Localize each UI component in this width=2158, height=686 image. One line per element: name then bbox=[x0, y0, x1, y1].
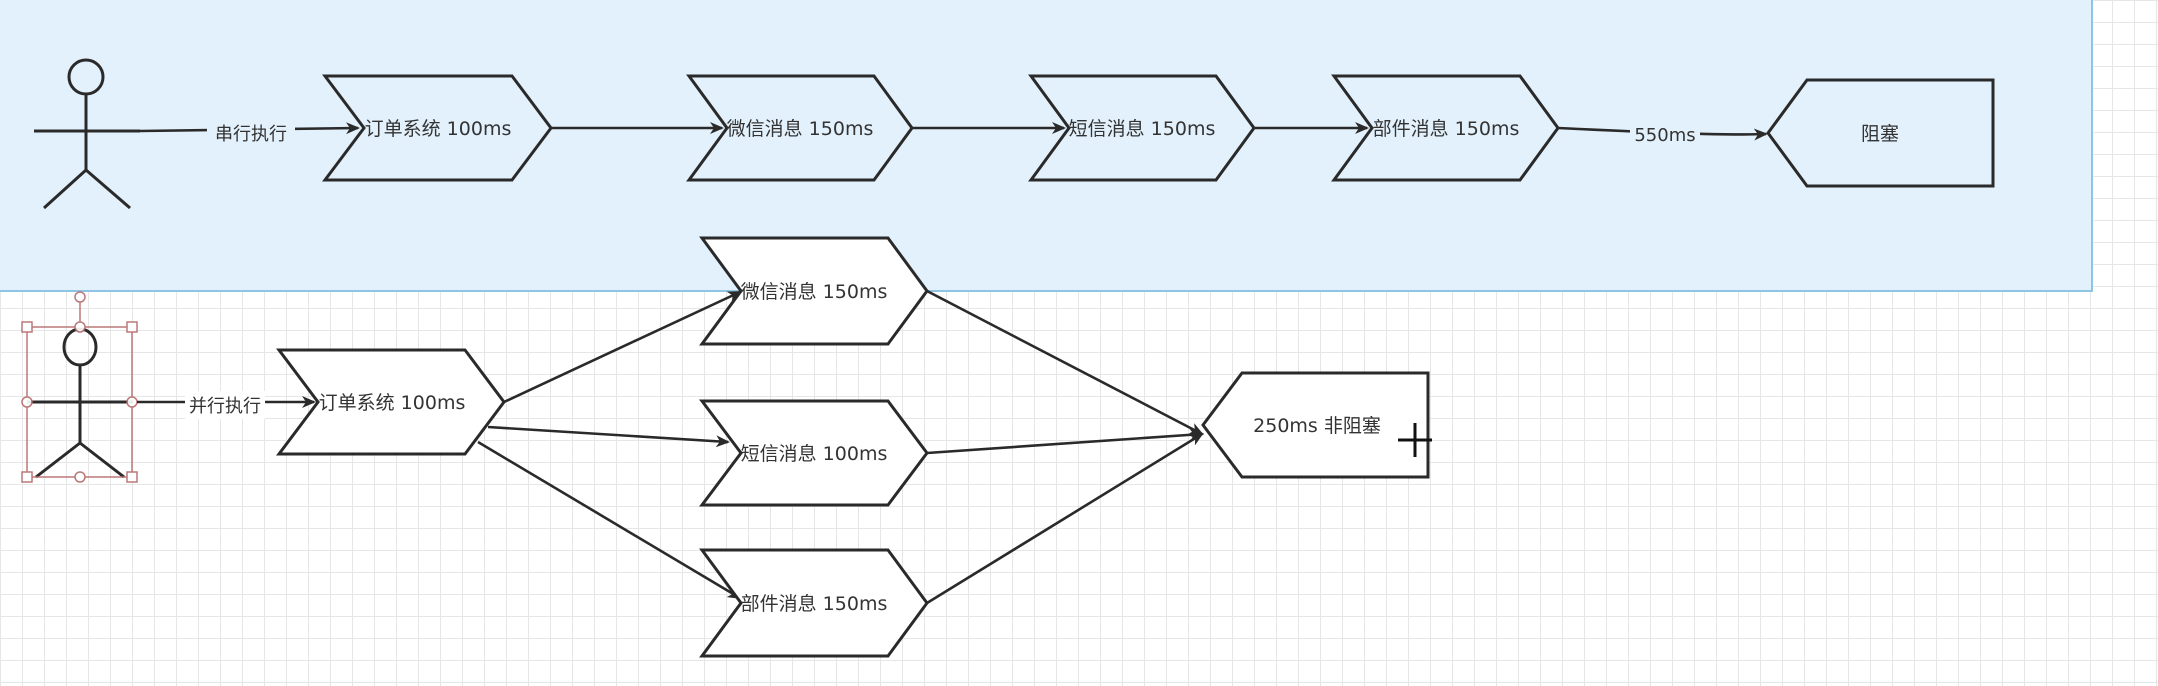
serial-edge-label: 串行执行 bbox=[215, 124, 287, 145]
parallel-edge-wechat-result[interactable] bbox=[926, 289, 1204, 436]
parallel-edge-sms-result[interactable] bbox=[926, 428, 1204, 455]
parallel-edge-label-bg bbox=[185, 391, 265, 419]
parallel-wechat-node[interactable]: 微信消息 150ms bbox=[699, 236, 929, 346]
parallel-sms-node[interactable]: 短信消息 100ms bbox=[699, 399, 929, 507]
serial-mail-node[interactable]: 部件消息 150ms bbox=[1331, 74, 1560, 182]
serial-order-label: 订单系统 100ms bbox=[365, 118, 512, 140]
serial-sms-label: 短信消息 150ms bbox=[1069, 118, 1216, 140]
parallel-wechat-label: 微信消息 150ms bbox=[741, 281, 888, 303]
serial-wechat-label: 微信消息 150ms bbox=[727, 118, 874, 140]
serial-total-label: 550ms bbox=[1634, 125, 1695, 146]
parallel-order-node[interactable]: 订单系统 100ms bbox=[276, 348, 506, 456]
parallel-result-node[interactable]: 250ms 非阻塞 bbox=[1201, 371, 1430, 479]
parallel-edge-order-wechat[interactable] bbox=[503, 290, 742, 404]
parallel-sms-label: 短信消息 100ms bbox=[741, 443, 888, 465]
serial-swimlane[interactable] bbox=[0, 0, 2093, 292]
serial-wechat-node[interactable]: 微信消息 150ms bbox=[686, 74, 914, 182]
parallel-edge-mail-result[interactable] bbox=[926, 432, 1204, 605]
crosshair-cursor-icon bbox=[1398, 423, 1432, 457]
serial-actor[interactable] bbox=[34, 58, 140, 210]
serial-result-node[interactable]: 阻塞 bbox=[1766, 78, 1995, 188]
serial-edge-label-bg bbox=[207, 118, 295, 146]
serial-result-label: 阻塞 bbox=[1861, 123, 1899, 145]
serial-sms-node[interactable]: 短信消息 150ms bbox=[1028, 74, 1256, 182]
parallel-edge-order-sms[interactable] bbox=[487, 425, 730, 448]
parallel-actor[interactable] bbox=[27, 327, 133, 479]
serial-mail-label: 部件消息 150ms bbox=[1373, 118, 1520, 140]
parallel-mail-node[interactable]: 部件消息 150ms bbox=[699, 548, 929, 658]
parallel-order-label: 订单系统 100ms bbox=[319, 392, 466, 414]
parallel-result-label: 250ms 非阻塞 bbox=[1253, 415, 1381, 437]
parallel-edge-order-mail[interactable] bbox=[477, 440, 742, 600]
serial-order-node[interactable]: 订单系统 100ms bbox=[322, 74, 553, 182]
serial-total-label-bg bbox=[1630, 120, 1700, 148]
selection-box[interactable] bbox=[21, 291, 138, 483]
parallel-mail-label: 部件消息 150ms bbox=[741, 593, 888, 615]
parallel-edge-label: 并行执行 bbox=[189, 396, 261, 417]
